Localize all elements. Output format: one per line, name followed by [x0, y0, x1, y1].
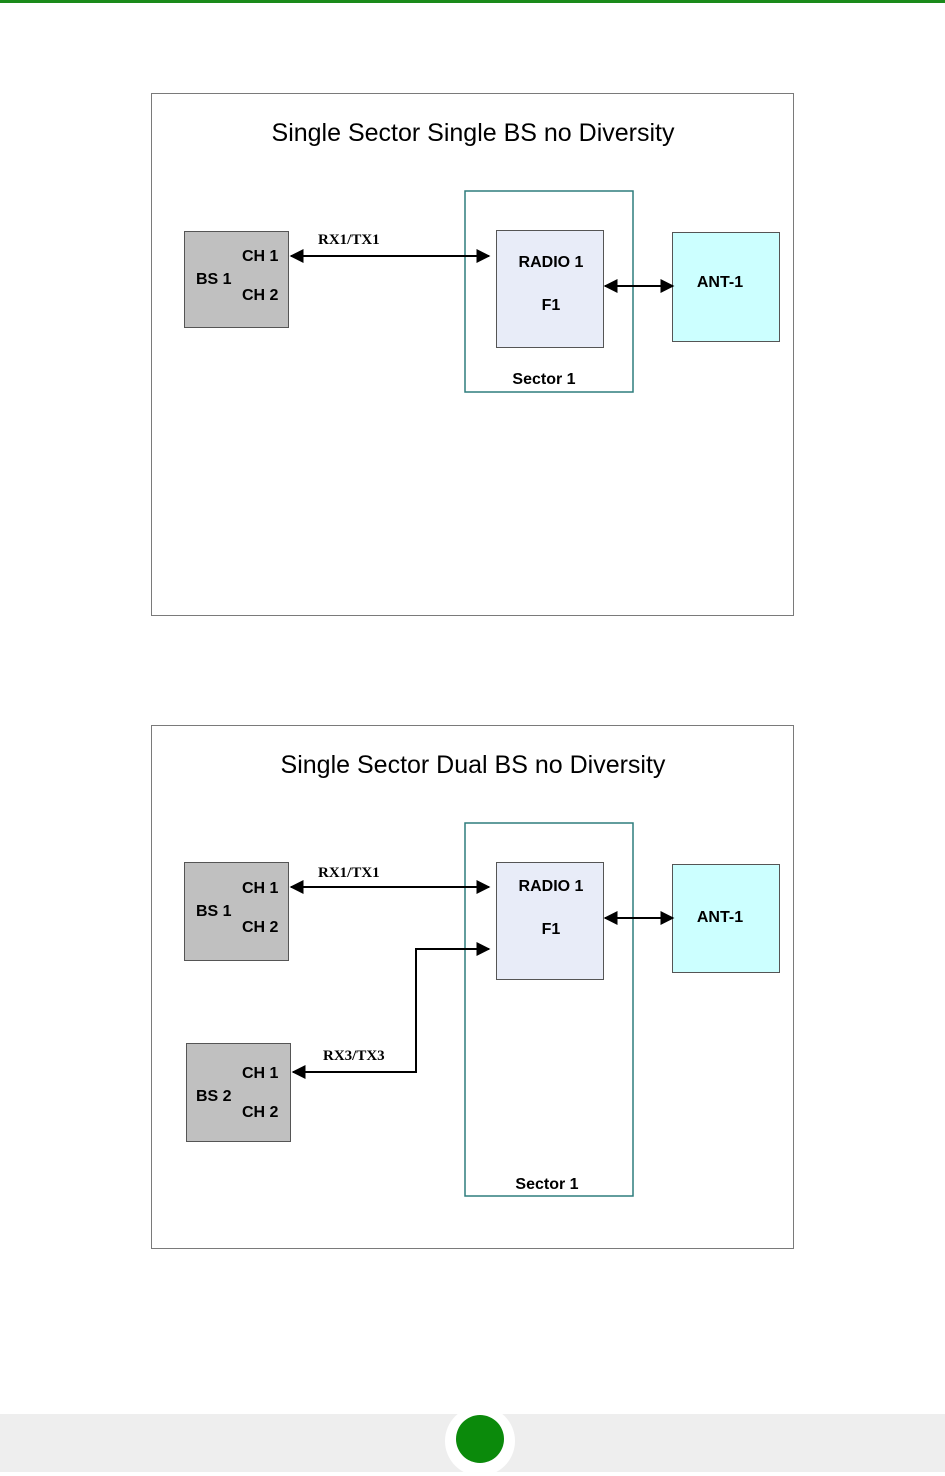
link-label-bs2: RX3/TX3: [323, 1048, 385, 1064]
diagram-frame: [152, 94, 794, 616]
antenna-label: ANT-1: [697, 909, 743, 926]
radio-label: RADIO 1: [519, 254, 584, 271]
radio-unit: RADIO 1 F1: [497, 231, 604, 348]
antenna-unit: ANT-1: [673, 865, 780, 973]
diagram-frame: [152, 726, 794, 1249]
base-station-bs1: BS 1 CH 1 CH 2: [185, 863, 289, 961]
base-station-bs1: BS 1 CH 1 CH 2: [185, 232, 289, 328]
diagrams-canvas: Single Sector Single BS no Diversity Sec…: [0, 0, 945, 1410]
diagram-dual-bs: Single Sector Dual BS no Diversity Secto…: [152, 726, 794, 1249]
antenna-unit: ANT-1: [673, 233, 780, 342]
bs-label: BS 1: [196, 903, 232, 920]
sector-label: Sector 1: [515, 1176, 578, 1193]
sector-label: Sector 1: [512, 371, 575, 388]
bs-label: BS 1: [196, 271, 232, 288]
base-station-bs2: BS 2 CH 1 CH 2: [187, 1044, 291, 1142]
diagram-single-bs: Single Sector Single BS no Diversity Sec…: [152, 94, 794, 616]
channel-2-label: CH 2: [242, 287, 279, 304]
link-label: RX1/TX1: [318, 232, 380, 248]
radio-unit: RADIO 1 F1: [497, 863, 604, 980]
radio-label: RADIO 1: [519, 878, 584, 895]
channel-2-label: CH 2: [242, 919, 279, 936]
diagram-title: Single Sector Single BS no Diversity: [272, 119, 675, 147]
channel-1-label: CH 1: [242, 248, 279, 265]
channel-1-label: CH 1: [242, 880, 279, 897]
radio-frequency: F1: [542, 921, 561, 938]
bs-label: BS 2: [196, 1088, 232, 1105]
diagram-title: Single Sector Dual BS no Diversity: [281, 751, 666, 779]
channel-2-label: CH 2: [242, 1104, 279, 1121]
link-label-bs1: RX1/TX1: [318, 865, 380, 881]
page-badge-icon: [456, 1415, 504, 1463]
antenna-label: ANT-1: [697, 274, 743, 291]
radio-frequency: F1: [542, 297, 561, 314]
channel-1-label: CH 1: [242, 1065, 279, 1082]
